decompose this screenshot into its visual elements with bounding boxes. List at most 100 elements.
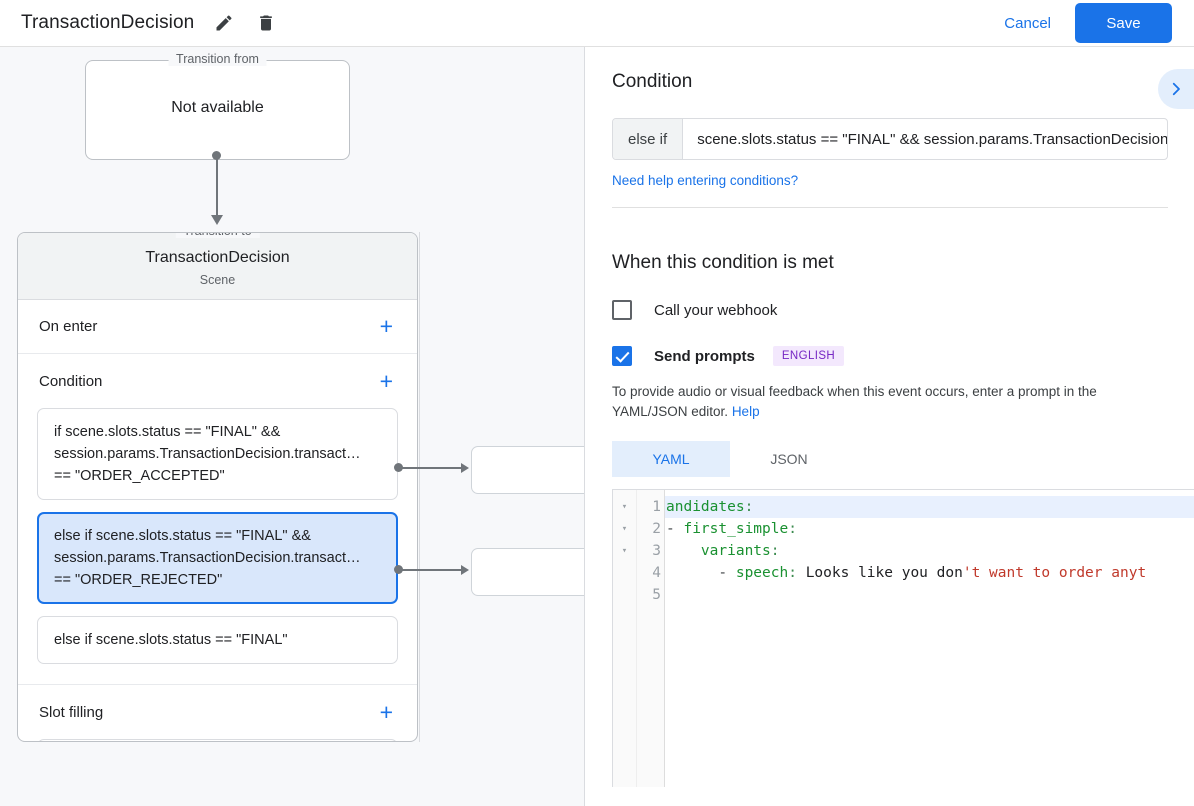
condition-1-connector-arrow: [461, 565, 469, 575]
code-line: andidates:: [665, 496, 1194, 518]
slot-validation-card[interactable]: Slot validation: [37, 739, 398, 741]
condition-0-connector-arrow: [461, 463, 469, 473]
code-token: andidates: [666, 499, 745, 515]
prompts-help-text: To provide audio or visual feedback when…: [612, 382, 1168, 422]
top-bar: TransactionDecision Cancel Save: [0, 0, 1194, 47]
fold-toggle[interactable]: ▾: [621, 502, 628, 512]
language-badge: ENGLISH: [772, 346, 845, 366]
transition-from-node[interactable]: Transition from Not available: [85, 52, 350, 160]
detail-body: When this condition is met Call your web…: [586, 228, 1194, 787]
add-condition-button[interactable]: +: [379, 367, 393, 394]
pencil-icon[interactable]: [212, 11, 236, 35]
when-condition-met-heading: When this condition is met: [612, 252, 834, 273]
code-token: :: [788, 521, 797, 537]
section-on-enter-title: On enter: [39, 318, 98, 335]
condition-detail-pane: Condition else if scene.slots.status == …: [586, 47, 1194, 806]
scene-graph-pane: Transition from Not available Transition…: [0, 47, 585, 806]
condition-line: == "ORDER_REJECTED": [54, 572, 223, 588]
condition-expression-input[interactable]: scene.slots.status == "FINAL" && session…: [697, 130, 1167, 148]
target-stub-0[interactable]: [471, 446, 584, 494]
trash-icon[interactable]: [254, 11, 278, 35]
chevron-right-icon[interactable]: [1158, 69, 1194, 109]
code-token: -: [666, 521, 684, 537]
condition-line: == "ORDER_ACCEPTED": [54, 468, 225, 484]
section-slot-filling: Slot filling +: [18, 685, 417, 739]
call-webhook-checkbox[interactable]: [612, 300, 632, 320]
transition-to-legend: Transition to: [175, 233, 260, 238]
call-webhook-label: Call your webhook: [654, 301, 778, 319]
condition-card-2[interactable]: else if scene.slots.status == "FINAL": [37, 616, 398, 664]
line-number-gutter: 1 2 3 4 5: [637, 490, 665, 787]
transition-to-node: Transition to TransactionDecision Scene …: [17, 232, 418, 742]
code-token: Looks like you don: [796, 565, 963, 581]
scene-name: TransactionDecision: [145, 249, 290, 266]
send-prompts-row: Send prompts ENGLISH: [612, 346, 1168, 366]
cancel-button[interactable]: Cancel: [992, 7, 1063, 40]
condition-line: else if scene.slots.status == "FINAL": [54, 632, 288, 648]
prompts-help-sentence: To provide audio or visual feedback when…: [612, 384, 1097, 419]
section-slot-filling-title: Slot filling: [39, 703, 104, 721]
add-on-enter-button[interactable]: +: [379, 313, 393, 339]
code-line: variants:: [665, 540, 1194, 562]
main-area: Transition from Not available Transition…: [0, 47, 1194, 806]
section-on-enter: On enter +: [18, 300, 417, 354]
code-token: :: [744, 499, 754, 515]
code-line: - speech: Looks like you don't want to o…: [665, 562, 1194, 584]
code-token: first_simple: [683, 521, 789, 537]
prompts-help-link[interactable]: Help: [731, 404, 760, 419]
graph-rail: [419, 232, 420, 742]
transition-from-legend: Transition from: [168, 52, 267, 66]
condition-line: else if scene.slots.status == "FINAL" &&: [54, 528, 311, 544]
condition-line: session.params.TransactionDecision.trans…: [54, 446, 361, 462]
line-number: 2: [652, 521, 661, 537]
scene-card-header: TransactionDecision Scene: [18, 233, 417, 300]
code-token: :: [788, 565, 797, 581]
section-divider: [18, 684, 417, 685]
condition-1-connector-line: [399, 569, 463, 571]
pencil-icon-svg: [216, 15, 232, 31]
scene-type: Scene: [199, 273, 236, 287]
code-token: -: [666, 565, 736, 581]
condition-card-1[interactable]: else if scene.slots.status == "FINAL" &&…: [37, 512, 398, 604]
chevron-right-icon-svg: [1172, 82, 1180, 96]
line-number: 3: [652, 543, 661, 559]
condition-list: if scene.slots.status == "FINAL" && sess…: [18, 408, 417, 684]
code-token: variants: [700, 543, 771, 559]
condition-1-connector-dot: [394, 565, 403, 574]
line-number: 4: [652, 565, 661, 581]
condition-card-0[interactable]: if scene.slots.status == "FINAL" && sess…: [37, 408, 398, 500]
fold-gutter: ▾ ▾ ▾: [613, 490, 637, 787]
save-button[interactable]: Save: [1075, 3, 1172, 43]
fold-toggle[interactable]: ▾: [621, 524, 628, 534]
trash-icon-svg: [260, 15, 273, 31]
yaml-editor[interactable]: ▾ ▾ ▾ 1 2 3 4 5 andidates:- first_simple…: [612, 489, 1194, 787]
condition-input-row[interactable]: else if scene.slots.status == "FINAL" &&…: [612, 118, 1168, 160]
condition-0-connector-dot: [394, 463, 403, 472]
tab-json[interactable]: JSON: [770, 451, 808, 467]
target-stub-1[interactable]: [471, 548, 584, 596]
code-token: 't want to order anyt: [962, 565, 1147, 581]
code-token: speech: [735, 565, 789, 581]
code-area[interactable]: andidates:- first_simple: variants: - sp…: [665, 490, 1194, 787]
send-prompts-label: Send prompts: [654, 347, 755, 365]
line-number: 5: [652, 587, 661, 603]
condition-line: session.params.TransactionDecision.trans…: [54, 550, 361, 566]
code-token: :: [770, 543, 780, 559]
detail-header: Condition else if scene.slots.status == …: [586, 47, 1194, 228]
webhook-row: Call your webhook: [612, 300, 1168, 320]
detail-divider: [612, 207, 1168, 208]
detail-title: Condition: [612, 71, 693, 92]
condition-prefix-label: else if: [613, 119, 684, 159]
section-condition-title: Condition: [39, 372, 103, 390]
line-number: 1: [652, 499, 661, 515]
add-slot-filling-button[interactable]: +: [379, 698, 393, 725]
code-line: - first_simple:: [665, 518, 1194, 540]
page-title: TransactionDecision: [21, 12, 195, 33]
fold-toggle[interactable]: ▾: [621, 546, 628, 556]
code-line: [665, 584, 1194, 606]
condition-line: if scene.slots.status == "FINAL" &&: [54, 424, 281, 440]
condition-help-link[interactable]: Need help entering conditions?: [612, 173, 799, 188]
tab-yaml[interactable]: YAML: [612, 441, 730, 477]
send-prompts-checkbox[interactable]: [612, 346, 632, 366]
section-condition: Condition +: [18, 354, 417, 408]
